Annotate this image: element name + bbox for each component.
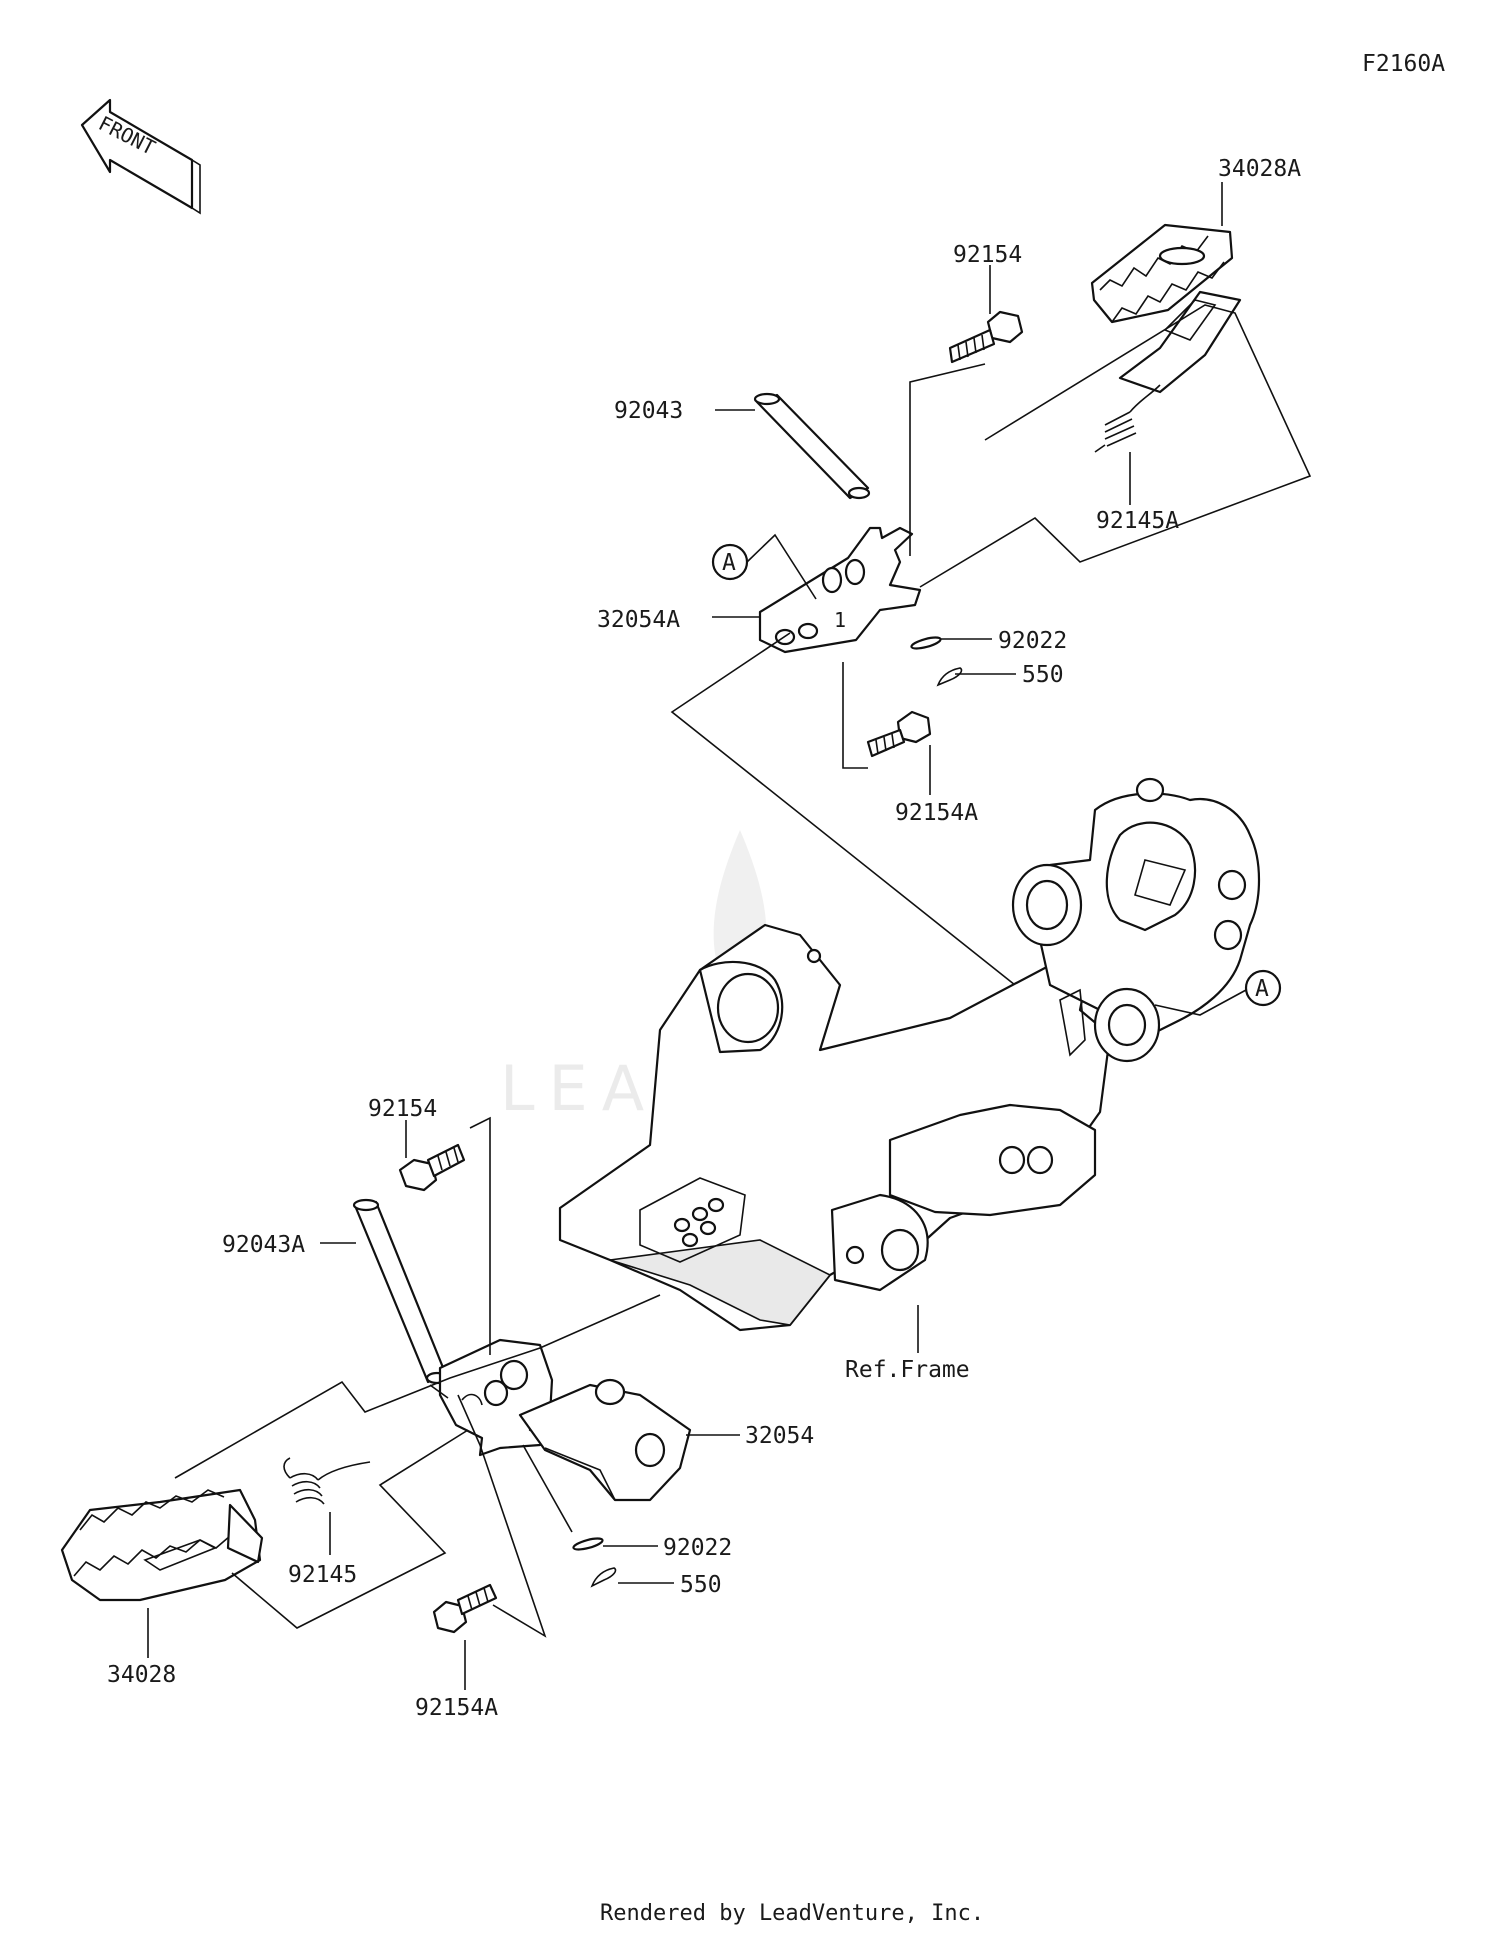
pin-92043A-bottom <box>352 1198 449 1385</box>
label-92145: 92145 <box>288 1562 357 1588</box>
bolt-92154A-bottom <box>432 1583 498 1634</box>
label-92154-bottom: 92154 <box>368 1096 437 1122</box>
bracket-32054A: 1 <box>758 526 922 654</box>
label-92043: 92043 <box>614 398 683 424</box>
bracket-32054 <box>438 1338 692 1502</box>
washer-92022-bottom <box>572 1537 604 1551</box>
label-32054A: 32054A <box>597 607 680 633</box>
washer-92022-top <box>910 636 942 650</box>
ref-frame-label: Ref.Frame <box>845 1357 970 1383</box>
front-arrow-icon: FRONT <box>80 98 201 215</box>
frame-ref <box>558 777 1261 1332</box>
label-34028A: 34028A <box>1218 156 1301 182</box>
label-92022-top: 92022 <box>998 628 1067 654</box>
label-550-top: 550 <box>1022 662 1064 688</box>
diagram-id: F2160A <box>1362 51 1445 77</box>
leader-lines-top <box>670 182 1312 986</box>
bolt-92154-bottom <box>398 1143 466 1192</box>
label-92154A-bottom: 92154A <box>415 1695 498 1721</box>
footpeg-34028A <box>1090 223 1242 394</box>
label-92154A-top: 92154A <box>895 800 978 826</box>
label-92154-top: 92154 <box>953 242 1022 268</box>
svg-text:A: A <box>722 550 736 576</box>
leader-lines-bottom <box>147 1116 740 1690</box>
label-92043A: 92043A <box>222 1232 305 1258</box>
bolt-92154A-top <box>866 710 932 758</box>
svg-text:A: A <box>1255 976 1269 1002</box>
callout-a-frame: A <box>1154 969 1282 1016</box>
label-92022-bottom: 92022 <box>663 1535 732 1561</box>
label-32054: 32054 <box>745 1423 814 1449</box>
bolt-92154-top <box>948 310 1024 364</box>
label-34028: 34028 <box>107 1662 176 1688</box>
pin-92043-top <box>753 392 871 500</box>
footpeg-34028 <box>60 1488 264 1602</box>
cotter-pin-550-bottom <box>590 1567 617 1588</box>
spring-92145 <box>283 1457 371 1505</box>
footer-credit: Rendered by LeadVenture, Inc. <box>600 1901 984 1926</box>
callout-a-top: A <box>711 543 749 581</box>
label-550-bottom: 550 <box>680 1572 722 1598</box>
spring-92145A <box>1094 384 1161 453</box>
svg-text:1: 1 <box>834 608 846 632</box>
label-92145A: 92145A <box>1096 508 1179 534</box>
cotter-pin-550-top <box>936 667 963 687</box>
